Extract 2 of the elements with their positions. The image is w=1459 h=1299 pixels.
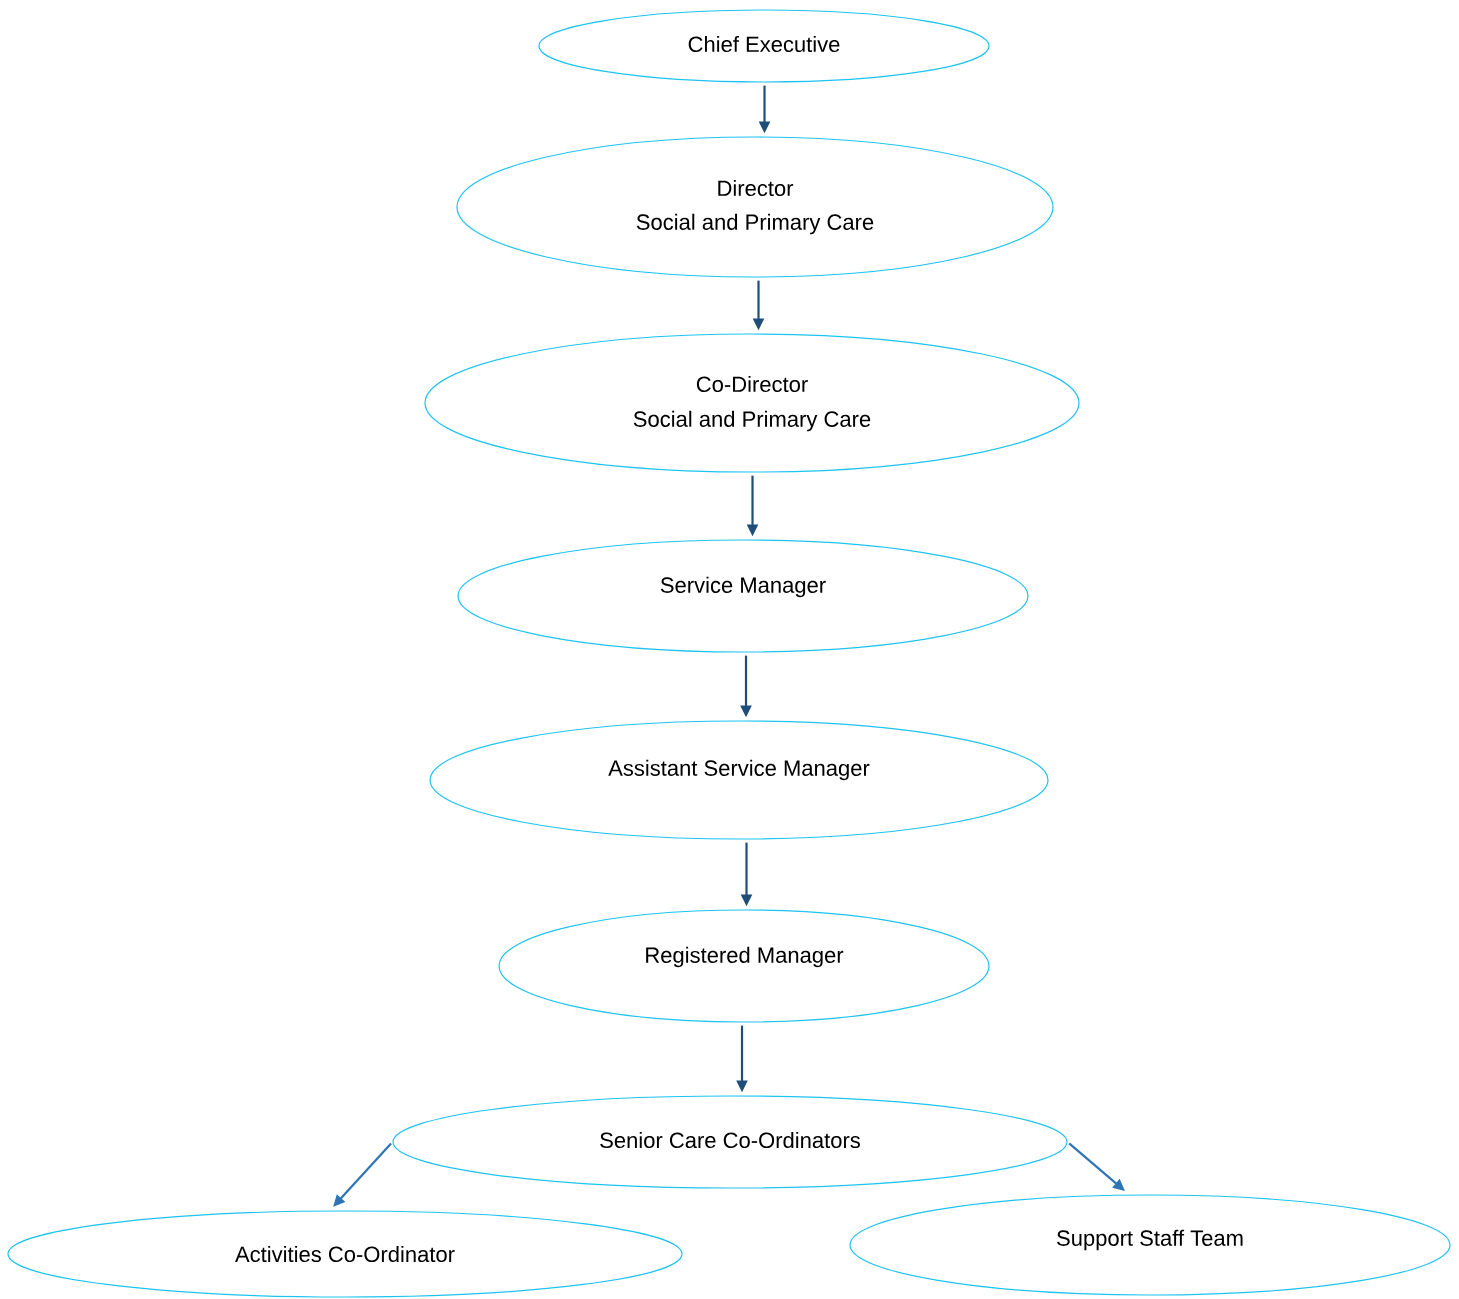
arrow	[1068, 1142, 1125, 1191]
arrow	[333, 1142, 392, 1207]
